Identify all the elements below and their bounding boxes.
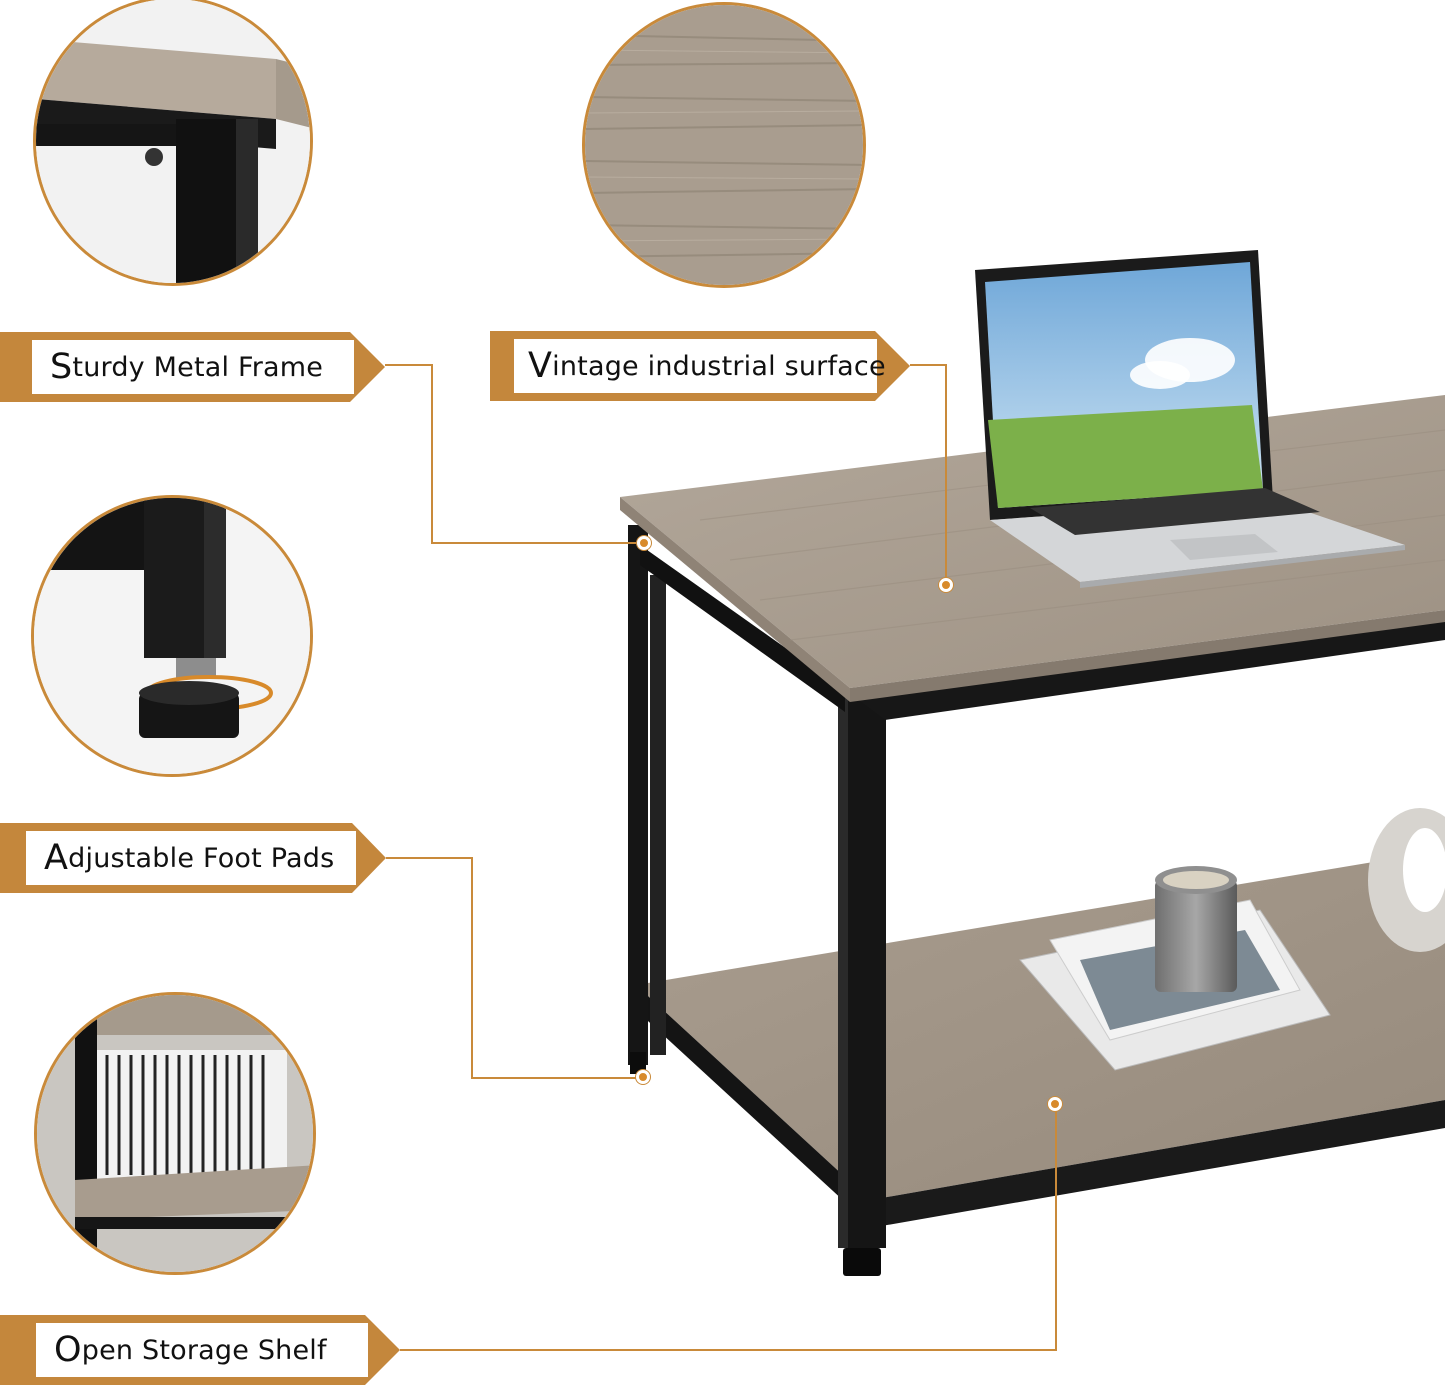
frame-corner-detail: [33, 0, 313, 286]
label-pads-rest: djustable Foot Pads: [68, 842, 335, 874]
label-shelf-first: O: [54, 1330, 82, 1370]
ring-vase: [1368, 808, 1445, 952]
label-shelf-rest: pen Storage Shelf: [81, 1334, 327, 1366]
surface-marker: [939, 578, 953, 592]
storage-shelf-detail: [34, 992, 316, 1275]
label-surface-first: V: [528, 346, 553, 386]
label-pads-first: A: [44, 838, 69, 878]
wood-grain-detail: [582, 2, 866, 288]
foot-pad-detail: [31, 495, 313, 777]
laptop: [975, 250, 1405, 588]
frame-marker: [637, 536, 651, 550]
books-and-candle: [1019, 866, 1331, 1071]
pads-marker: [636, 1070, 650, 1084]
label-frame-first: S: [50, 347, 73, 387]
lower-shelf: [636, 850, 1445, 1228]
shelf-marker: [1048, 1097, 1062, 1111]
label-surface-rest: intage industrial surface: [552, 350, 886, 382]
label-frame-rest: turdy Metal Frame: [72, 351, 324, 383]
